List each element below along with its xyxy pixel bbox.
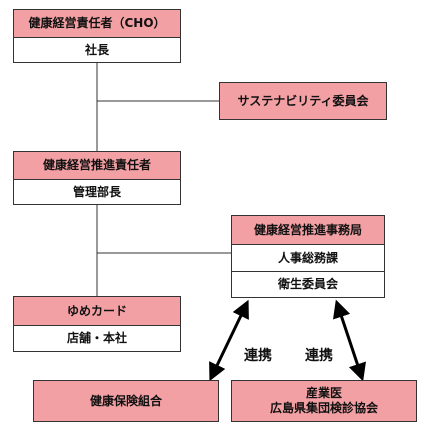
office-item: 人事総務課 (232, 244, 384, 271)
office-item: 衛生委員会 (232, 271, 384, 297)
doctor-line2: 広島県集団検診協会 (269, 401, 378, 415)
doctor-line1: 産業医 (305, 386, 342, 400)
cho-title: 健康経営責任者（CHO） (14, 10, 180, 37)
yumecard-sub: 店舗・本社 (14, 325, 180, 351)
link-label-right: 連携 (305, 348, 333, 364)
doctor-box-content: 産業医 広島県集団検診協会 (232, 381, 416, 421)
insurance-box: 健康保険組合 (33, 380, 219, 422)
arrow-doctor-link (333, 299, 366, 382)
promotion-box: 健康経営推進責任者 管理部長 (13, 151, 181, 205)
yumecard-title: ゆめカード (14, 297, 180, 325)
doctor-box: 産業医 広島県集団検診協会 (231, 380, 417, 422)
arrow-insurance-link (209, 299, 249, 382)
office-title: 健康経営推進事務局 (232, 216, 384, 244)
link-label-left: 連携 (244, 348, 272, 364)
cho-box: 健康経営責任者（CHO） 社長 (13, 9, 181, 63)
promotion-title: 健康経営推進責任者 (14, 152, 180, 179)
sustainability-box: サステナビリティ委員会 (219, 82, 387, 120)
promotion-role: 管理部長 (14, 179, 180, 204)
cho-role: 社長 (14, 37, 180, 62)
sustainability-title: サステナビリティ委員会 (220, 83, 386, 119)
insurance-title: 健康保険組合 (34, 381, 218, 421)
office-box: 健康経営推進事務局 人事総務課 衛生委員会 (231, 215, 385, 298)
yumecard-box: ゆめカード 店舗・本社 (13, 296, 181, 352)
